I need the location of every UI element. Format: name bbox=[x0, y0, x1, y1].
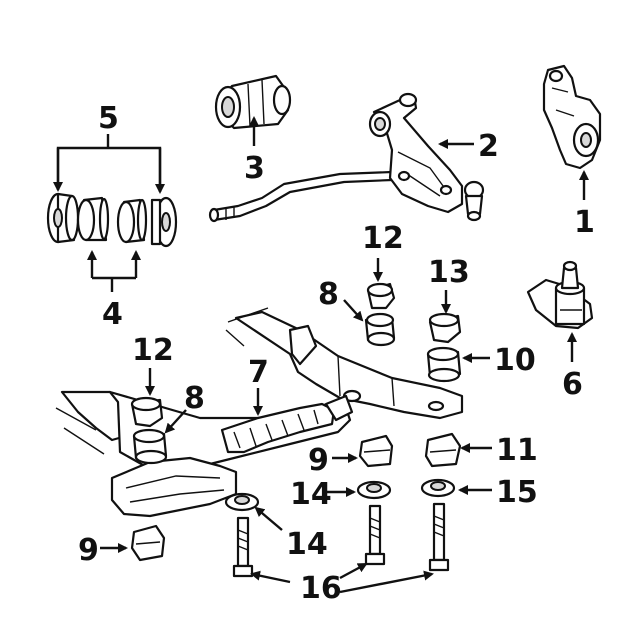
bolt-icon bbox=[364, 504, 386, 566]
leader-lines bbox=[53, 116, 589, 594]
callout-10: 10 bbox=[494, 343, 536, 378]
callout-14-bottom: 14 bbox=[286, 527, 328, 562]
insulator-icon bbox=[366, 282, 396, 310]
callout-1: 1 bbox=[574, 205, 595, 240]
callout-8-left: 8 bbox=[184, 381, 205, 416]
spacer-icon bbox=[426, 346, 462, 383]
callout-8-top: 8 bbox=[318, 277, 339, 312]
callout-15: 15 bbox=[496, 475, 538, 510]
callout-12-top: 12 bbox=[362, 221, 404, 256]
bolt-icon bbox=[232, 516, 254, 578]
callout-9-mid: 9 bbox=[308, 443, 329, 478]
bushing-retainer-icon bbox=[150, 196, 178, 248]
callout-3: 3 bbox=[244, 151, 265, 186]
retainer-icon bbox=[420, 478, 456, 498]
cradle-mount-icon bbox=[358, 434, 394, 468]
callout-9-left: 9 bbox=[78, 533, 99, 568]
strut-rod-bushing-icon bbox=[76, 196, 148, 244]
spacer-icon bbox=[364, 312, 396, 347]
bolt-icon bbox=[428, 502, 450, 572]
insulator-icon bbox=[428, 312, 462, 344]
callout-11: 11 bbox=[496, 433, 538, 468]
arm-bushing-icon bbox=[214, 74, 292, 130]
callout-5: 5 bbox=[98, 101, 119, 136]
spacer-icon bbox=[132, 428, 168, 465]
bushing-retainer-icon bbox=[46, 192, 80, 244]
callout-6: 6 bbox=[562, 367, 583, 402]
crossmember-icon bbox=[55, 307, 464, 518]
cradle-mount-icon bbox=[130, 524, 166, 562]
callout-labels: 1 2 3 4 5 6 7 8 8 9 9 10 11 12 12 13 14 … bbox=[78, 101, 595, 606]
callout-2: 2 bbox=[478, 129, 499, 164]
callout-4: 4 bbox=[102, 297, 123, 332]
callout-14-mid: 14 bbox=[290, 477, 332, 512]
ball-joint-icon bbox=[526, 260, 594, 330]
retainer-icon bbox=[224, 492, 260, 512]
steering-knuckle-icon bbox=[542, 64, 602, 170]
callout-16: 16 bbox=[300, 571, 342, 606]
insulator-icon bbox=[130, 396, 164, 428]
callout-12-left: 12 bbox=[132, 333, 174, 368]
cradle-mount-icon bbox=[424, 432, 462, 468]
stabilizer-bar-icon bbox=[208, 170, 394, 223]
callout-7: 7 bbox=[248, 355, 269, 390]
callout-13: 13 bbox=[428, 255, 470, 290]
retainer-icon bbox=[356, 480, 392, 500]
lower-control-arm-icon bbox=[368, 92, 485, 222]
